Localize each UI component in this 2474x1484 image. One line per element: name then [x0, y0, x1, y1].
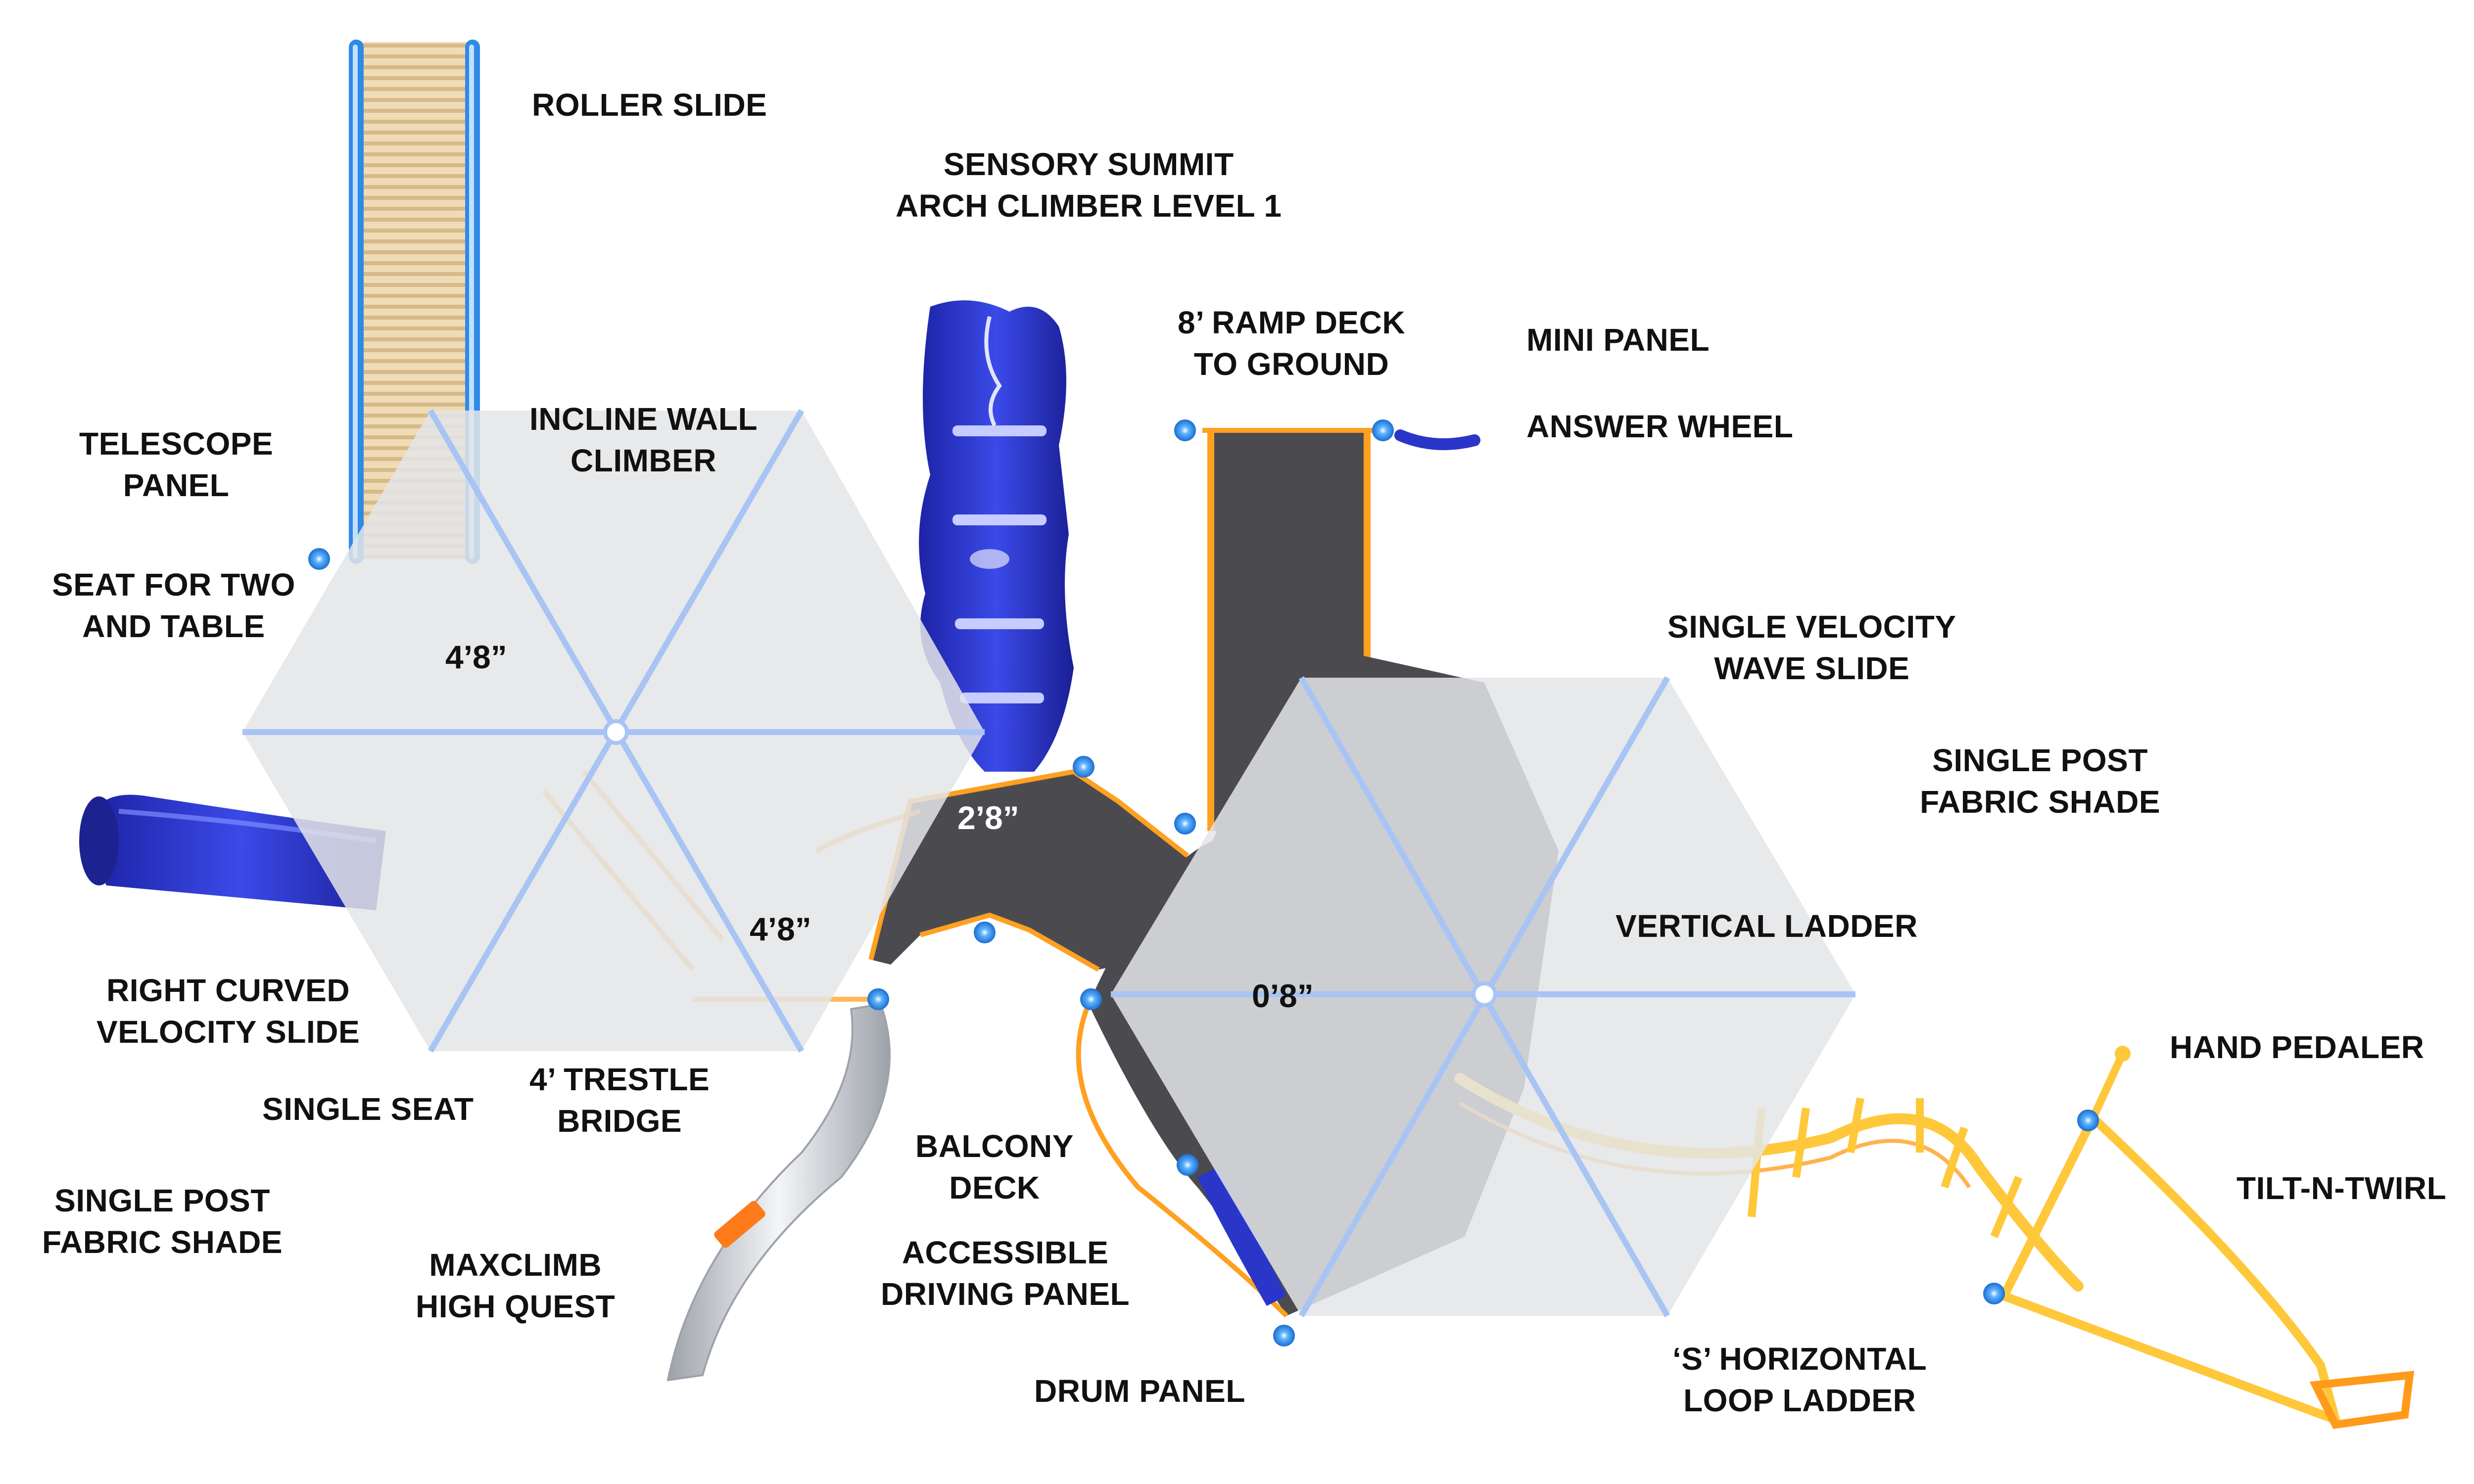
post-connectors: [308, 419, 2099, 1346]
tilt-n-twirl: [1999, 1113, 2415, 1429]
answer-wheel: [1394, 429, 1480, 450]
deck-height-lower-left: 4’8”: [750, 911, 811, 947]
drum-panel: [1197, 1167, 1286, 1306]
deck-height-right: 0’8”: [1252, 977, 1314, 1014]
label-drum-panel: DRUM PANEL: [1034, 1373, 1245, 1409]
label-answer-wheel: ANSWER WHEEL: [1526, 409, 1794, 444]
deck-height-center: 2’8”: [957, 799, 1019, 836]
hand-pedaler: [2089, 1046, 2131, 1120]
label-single-seat: SINGLE SEAT: [262, 1091, 474, 1127]
label-tilt-n-twirl: TILT-N-TWIRL: [2236, 1170, 2447, 1206]
label-vertical-ladder: VERTICAL LADDER: [1616, 908, 1918, 944]
sensory-summit-arch-climber: [919, 300, 1074, 772]
label-mini-panel: MINI PANEL: [1526, 322, 1710, 358]
maxclimb-high-quest: [666, 1003, 891, 1382]
label-roller-slide: ROLLER SLIDE: [532, 87, 767, 123]
deck-height-upper-left: 4’8”: [445, 639, 507, 675]
label-hand-pedaler: HAND PEDALER: [2170, 1029, 2425, 1065]
single-post-fabric-shade-right: [1111, 676, 1856, 1317]
single-post-fabric-shade-left: [242, 409, 985, 1053]
